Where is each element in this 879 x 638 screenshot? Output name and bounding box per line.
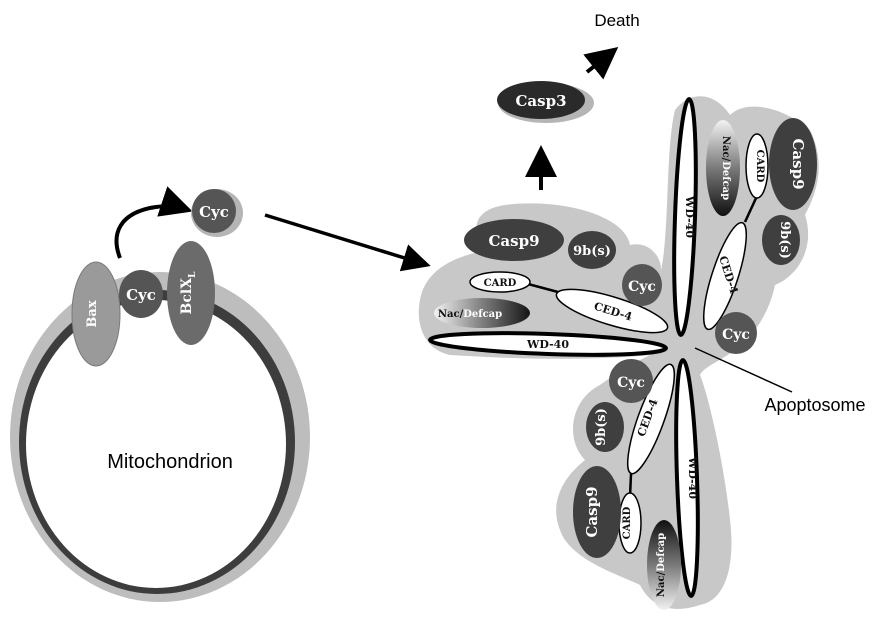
card-upper-label: CARD xyxy=(754,150,765,183)
casp9-upper-label: Casp9 xyxy=(789,138,807,189)
bax-label: Bax xyxy=(85,300,100,327)
cyc-lower: Cyc xyxy=(609,359,653,403)
death-label: Death xyxy=(594,11,639,30)
release-arrow xyxy=(117,206,185,258)
nine-bs-left-label: 9b(s) xyxy=(573,244,611,259)
cyc-membrane-label: Cyc xyxy=(126,286,156,304)
wd40-lower-label: WD-40 xyxy=(686,456,699,499)
card-lower: CARD xyxy=(619,493,641,553)
death-arrow xyxy=(587,52,612,72)
nac-defcap-lower-label: Nac/Defcap xyxy=(656,533,667,597)
casp9-left: Casp9 xyxy=(464,219,564,261)
cyc-released-label: Cyc xyxy=(199,203,229,221)
nac-defcap-left: Nac/Defcap xyxy=(434,298,530,328)
casp9-lower-label: Casp9 xyxy=(583,486,601,537)
nine-bs-lower-label: 9b(s) xyxy=(594,408,609,446)
nine-bs-upper: 9b(s) xyxy=(762,215,800,265)
nac-defcap-lower: Nac/Defcap xyxy=(647,520,681,610)
nine-bs-lower: 9b(s) xyxy=(586,402,624,452)
casp3-label: Casp3 xyxy=(515,92,566,110)
nac-defcap-upper: Nac/Defcap xyxy=(706,120,740,216)
cyc-membrane: Cyc xyxy=(119,270,163,318)
casp9-left-label: Casp9 xyxy=(488,232,539,250)
bax-protein: Bax xyxy=(72,262,120,366)
cyc-left-label: Cyc xyxy=(628,279,656,295)
card-lower-label: CARD xyxy=(622,506,633,539)
casp3: Casp3 xyxy=(497,81,594,123)
wd40-left-label: WD-40 xyxy=(526,338,569,351)
mito-matrix xyxy=(26,300,286,588)
nac-defcap-upper-label: Nac/Defcap xyxy=(720,136,731,200)
card-left: CARD xyxy=(470,272,530,292)
bclxl-protein: BclXL xyxy=(167,241,215,345)
card-left-label: CARD xyxy=(484,278,517,289)
cyc-left: Cyc xyxy=(622,264,662,306)
mitochondrion: Mitochondrion xyxy=(10,272,310,602)
casp9-upper: Casp9 xyxy=(769,118,817,210)
nine-bs-upper-label: 9b(s) xyxy=(777,221,792,259)
cyc-lower-label: Cyc xyxy=(617,375,645,391)
casp9-lower: Casp9 xyxy=(573,466,621,558)
nac-defcap-left-label: Nac/Defcap xyxy=(438,309,502,320)
card-upper: CARD xyxy=(746,134,768,198)
apoptosome-label: Apoptosome xyxy=(764,395,865,415)
mitochondrion-label: Mitochondrion xyxy=(107,451,233,473)
cyc-upper-label: Cyc xyxy=(722,327,750,343)
translocation-arrow xyxy=(265,215,424,264)
cyc-released: Cyc xyxy=(191,189,243,237)
nine-bs-left: 9b(s) xyxy=(568,231,616,269)
apoptosome-pointer xyxy=(695,348,792,392)
wd40-upper-label: WD-40 xyxy=(683,195,696,238)
cyc-upper: Cyc xyxy=(715,312,757,354)
